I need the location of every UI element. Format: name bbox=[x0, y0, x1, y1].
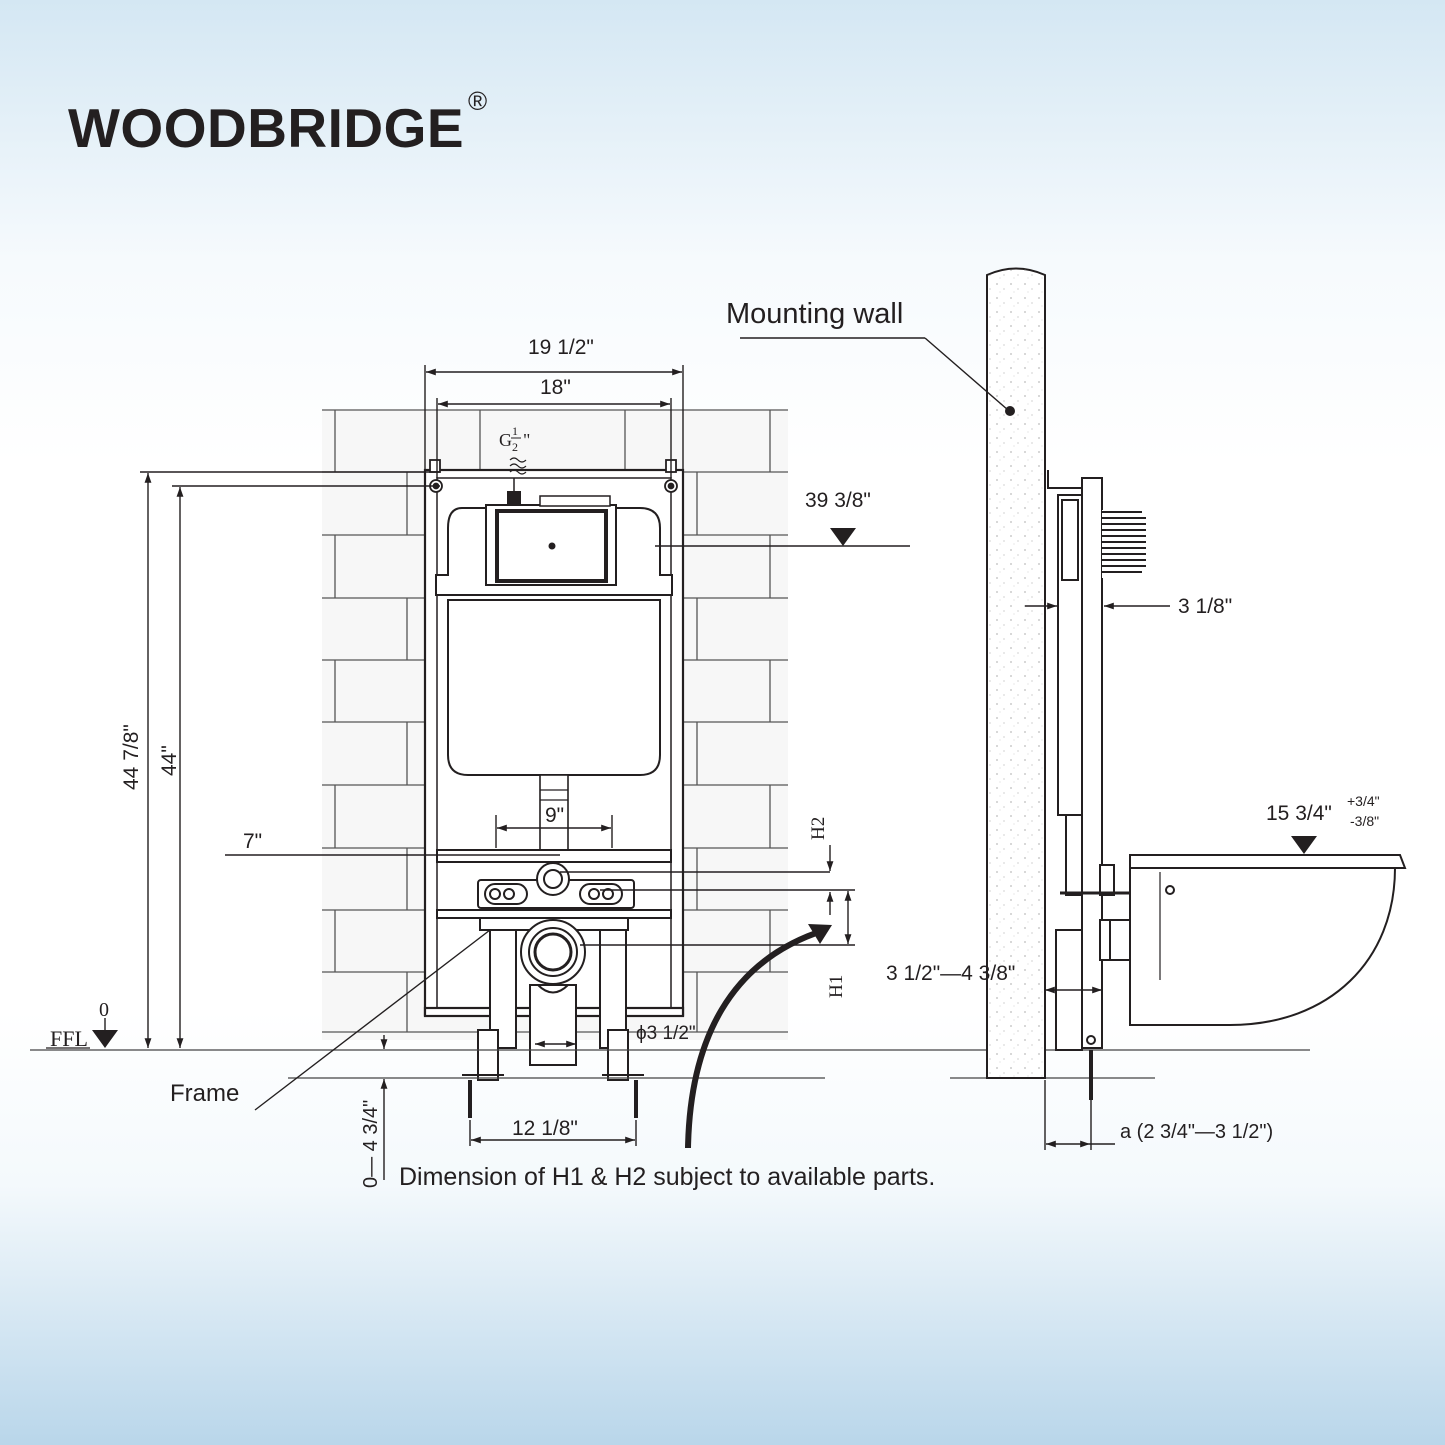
frame-legs bbox=[462, 1029, 644, 1118]
bowl-tolerance-minus: -3/8" bbox=[1350, 813, 1379, 829]
ffl-label: FFL bbox=[50, 1026, 88, 1051]
drain-diameter-label: ϕ3 1/2" bbox=[636, 1023, 696, 1044]
bowl-height-marker bbox=[1291, 836, 1317, 854]
frame-total-height-label: 44 7/8" bbox=[120, 724, 143, 790]
width-outer-label: 19 1/2" bbox=[528, 336, 594, 359]
floor-lines bbox=[30, 1049, 1310, 1079]
mounting-wall-label: Mounting wall bbox=[726, 298, 903, 330]
bowl-height-label: 15 3/4" bbox=[1266, 802, 1332, 825]
ffl-value: 0 bbox=[99, 999, 109, 1021]
drain-outlet bbox=[479, 917, 629, 1066]
inlet-den-label: 2 bbox=[512, 440, 518, 454]
leg-adjust-label: 0— 4 3/4" bbox=[360, 1100, 382, 1188]
frame-side bbox=[1047, 470, 1146, 1100]
leg-spacing-label: 12 1/8" bbox=[512, 1117, 578, 1140]
h1-label: H1 bbox=[826, 975, 847, 998]
inlet-unit-label: " bbox=[523, 430, 530, 450]
water-symbol bbox=[509, 457, 527, 475]
inlet-num-label: 1 bbox=[512, 424, 518, 438]
side-dimensions bbox=[1025, 602, 1170, 1150]
curved-arrow-head bbox=[808, 924, 832, 944]
h2-label: H2 bbox=[808, 817, 829, 840]
wall-leader bbox=[740, 337, 1009, 411]
wall-gap-label: 3 1/2"—4 3/8" bbox=[886, 962, 1015, 985]
frame-label: Frame bbox=[170, 1080, 239, 1107]
front-dimensions bbox=[140, 365, 910, 1180]
cistern bbox=[435, 491, 673, 851]
distance-a-label: a (2 3/4"—3 1/2") bbox=[1120, 1121, 1273, 1143]
width-inner-label: 18" bbox=[540, 376, 571, 399]
footnote: Dimension of H1 & H2 subject to availabl… bbox=[399, 1163, 935, 1191]
frame-height-label: 44" bbox=[158, 745, 181, 776]
bolt-bar bbox=[436, 849, 672, 919]
inlet-g-label: G bbox=[499, 430, 512, 450]
bowl-tolerance-plus: +3/4" bbox=[1347, 793, 1380, 809]
curved-arrow bbox=[685, 927, 826, 1149]
bolt-height-label: 7" bbox=[243, 830, 262, 853]
brand-logo: WOODBRIDGE bbox=[68, 97, 465, 159]
registered-mark: ® bbox=[468, 86, 488, 116]
bolt-spacing-label: 9" bbox=[545, 804, 564, 827]
ffl-marker bbox=[46, 1018, 118, 1049]
mounting-wall bbox=[986, 267, 1046, 1079]
inlet-height-label: 39 3/8" bbox=[805, 489, 871, 512]
inlet-height-marker bbox=[830, 528, 856, 546]
frame-depth-label: 3 1/8" bbox=[1178, 595, 1232, 618]
toilet-bowl bbox=[1129, 854, 1407, 1026]
